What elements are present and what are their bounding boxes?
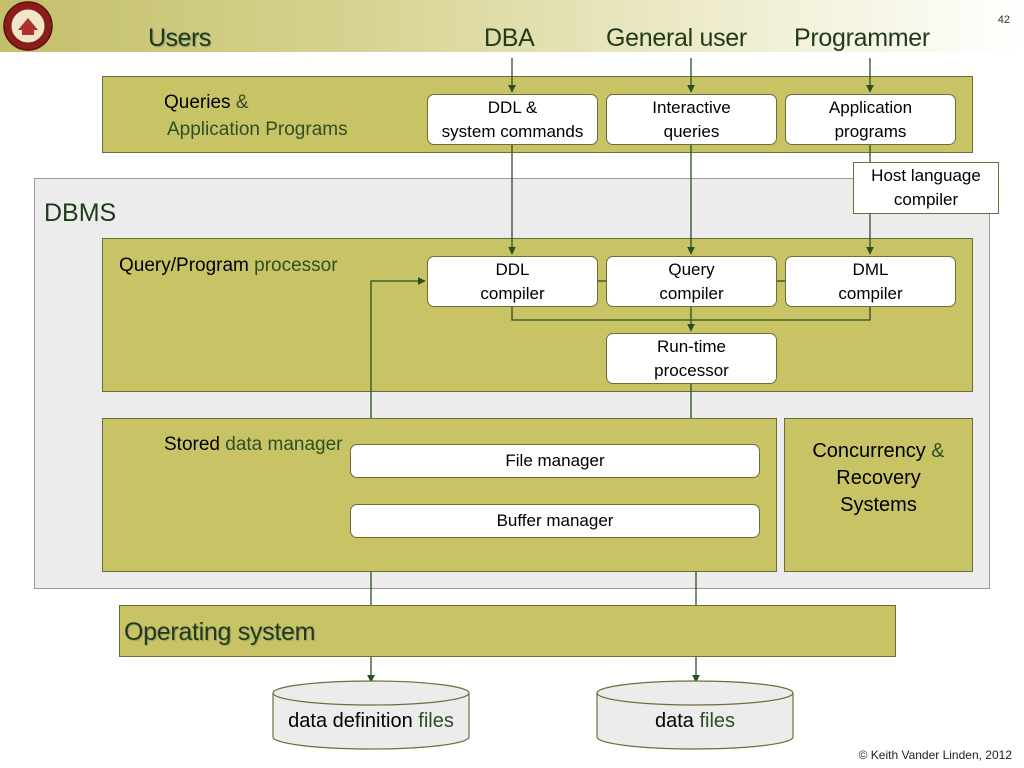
- ddl-compiler-box: DDL compiler: [427, 256, 598, 307]
- user-dba: DBA: [484, 24, 535, 52]
- runtime-processor-box: Run-time processor: [606, 333, 777, 384]
- ddl-system-commands-box: DDL & system commands: [427, 94, 598, 145]
- header-band: [0, 0, 1024, 52]
- users-title: Users: [148, 24, 211, 52]
- data-definition-files-cylinder: [272, 680, 470, 750]
- concurrency-recovery-label: Concurrency & Recovery Systems: [812, 440, 945, 516]
- slide-number: 42: [997, 14, 1010, 26]
- data-definition-files-label: data definition files: [288, 710, 454, 732]
- user-general: General user: [606, 24, 747, 52]
- data-files-cylinder: [596, 680, 794, 750]
- operating-system-band: [119, 605, 896, 657]
- stored-data-manager-band: [102, 418, 777, 572]
- dbms-label: DBMS: [44, 199, 117, 227]
- stored-data-manager-label: Stored data manager: [164, 434, 343, 455]
- dml-compiler-box: DML compiler: [785, 256, 956, 307]
- host-language-compiler-box: Host language compiler: [853, 162, 999, 214]
- operating-system-label: Operating system: [124, 618, 316, 646]
- query-compiler-box: Query compiler: [606, 256, 777, 307]
- data-files-label: data files: [654, 710, 736, 732]
- concurrency-band: [784, 418, 973, 572]
- queries-band-label: Queries & Application Programs: [164, 92, 348, 140]
- buffer-manager-box: Buffer manager: [350, 504, 760, 538]
- interactive-queries-box: Interactive queries: [606, 94, 777, 145]
- college-seal-logo: [2, 0, 54, 52]
- copyright-notice: © Keith Vander Linden, 2012: [858, 748, 1012, 762]
- application-programs-box: Application programs: [785, 94, 956, 145]
- file-manager-box: File manager: [350, 444, 760, 478]
- user-programmer: Programmer: [794, 24, 930, 52]
- query-processor-label: Query/Program processor: [119, 255, 338, 276]
